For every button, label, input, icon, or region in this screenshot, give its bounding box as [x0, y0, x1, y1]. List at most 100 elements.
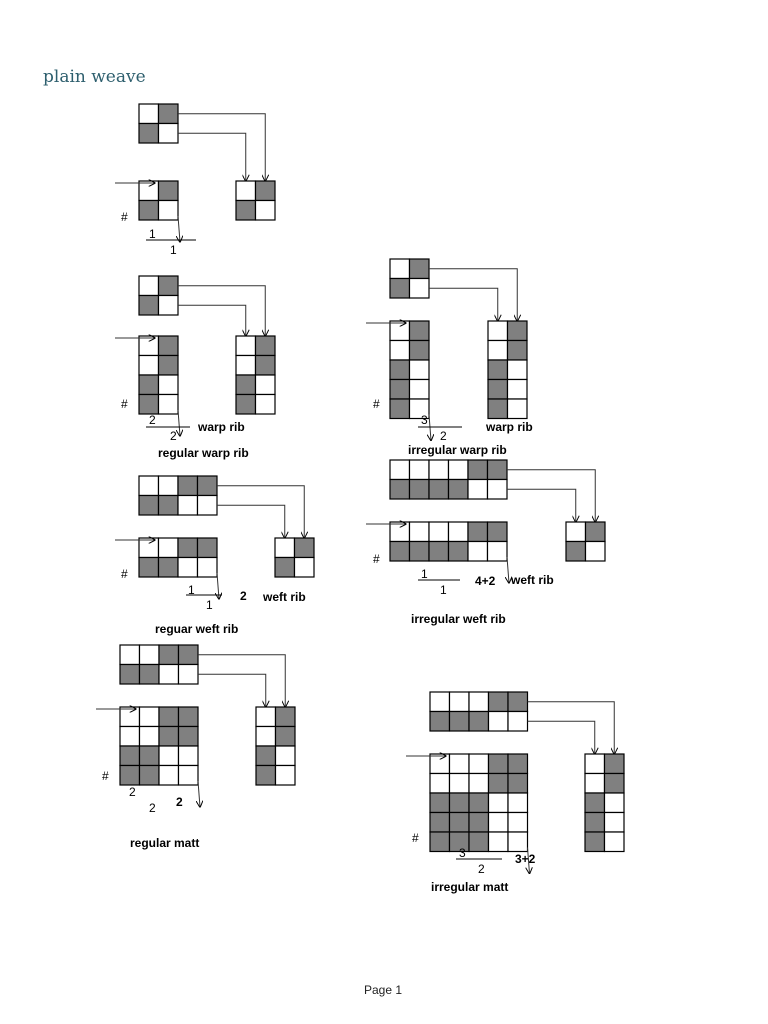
connector-arrow-regular-weft-rib [217, 504, 285, 538]
weave-cell [254, 393, 276, 415]
weave-cell [196, 475, 218, 497]
section-label-regular-weft-rib: reguar weft rib [155, 622, 239, 636]
top-pattern-irregular-weft-rib [389, 459, 508, 500]
weave-cell [389, 277, 411, 299]
fraction-top-regular-matt: 2 [129, 785, 136, 799]
top-pattern-irregular-warp-rib [389, 258, 430, 299]
weave-cell [584, 831, 606, 853]
weave-cell [584, 772, 606, 794]
weave-cell [467, 478, 489, 500]
weave-cell [138, 494, 160, 516]
weave-cell [408, 459, 430, 481]
extra-label-irregular-weft-rib: 4+2 [475, 574, 496, 588]
weave-cell [157, 275, 179, 297]
weave-cell [565, 540, 587, 562]
weave-cell [119, 725, 141, 747]
weave-cell [138, 745, 160, 767]
fraction-top-irregular-matt: 3 [459, 846, 466, 860]
weave-cell [119, 644, 141, 666]
weave-cell [235, 393, 257, 415]
weave-cell [177, 764, 199, 786]
weave-cell [487, 378, 509, 400]
weave-cell [429, 710, 451, 732]
extra-label-regular-matt: 2 [176, 795, 183, 809]
weave-cell [389, 359, 411, 381]
weave-cell [389, 478, 411, 500]
fraction-top-irregular-warp-rib: 3 [421, 413, 428, 427]
weave-cell [506, 359, 528, 381]
weave-cell [157, 199, 179, 221]
weave-cell [196, 494, 218, 516]
weave-cell [138, 122, 160, 144]
output-arrow-irregular-matt [528, 847, 530, 874]
weave-cell [255, 725, 277, 747]
weave-cell [507, 753, 529, 775]
weave-cell [447, 459, 469, 481]
hash-mark-irregular-warp-rib: # [373, 397, 380, 411]
connector-arrow-irregular-weft-rib [507, 488, 576, 522]
weave-cell [487, 811, 509, 833]
weave-cell [603, 792, 625, 814]
weave-cell [408, 277, 430, 299]
weave-cell [603, 811, 625, 833]
weave-cell [157, 180, 179, 202]
weave-cell [507, 710, 529, 732]
weave-cell [584, 540, 606, 562]
weave-cell [506, 378, 528, 400]
weave-cell [177, 556, 199, 578]
weave-cell [467, 521, 489, 543]
weave-cell [177, 706, 199, 728]
weave-cell [177, 745, 199, 767]
weave-cell [506, 320, 528, 342]
weave-cell [177, 644, 199, 666]
connector-arrow-regular-warp-rib [178, 285, 265, 336]
weave-cell [468, 831, 490, 853]
weave-cell [177, 537, 199, 559]
weave-cell [157, 354, 179, 376]
fraction-bottom-regular-warp-rib: 2 [170, 429, 177, 443]
top-pattern-plain [138, 103, 179, 144]
weave-cell [254, 180, 276, 202]
weave-cell [389, 258, 411, 280]
weave-cell [138, 199, 160, 221]
top-pattern-irregular-matt [429, 691, 529, 732]
weave-cell [138, 537, 160, 559]
kind-label-irregular-weft-rib: weft rib [511, 573, 554, 587]
weave-cell [408, 521, 430, 543]
kind-label-regular-weft-rib: weft rib [263, 590, 306, 604]
output-arrow-regular-matt [198, 780, 200, 807]
connector-arrow-regular-warp-rib [178, 304, 246, 336]
weave-cell [467, 540, 489, 562]
section-label-irregular-matt: irregular matt [431, 880, 509, 894]
weave-cell [389, 521, 411, 543]
weave-cell [389, 459, 411, 481]
top-pattern-regular-matt [119, 644, 199, 685]
main-pattern-regular-matt [119, 706, 199, 786]
weave-cell [177, 475, 199, 497]
fraction-bottom-regular-matt: 2 [149, 801, 156, 815]
weave-cell [408, 378, 430, 400]
connector-arrow-irregular-weft-rib [507, 469, 595, 522]
connector-arrow-irregular-matt [527, 720, 595, 754]
kind-label-regular-warp-rib: warp rib [198, 420, 245, 434]
weave-cell [448, 792, 470, 814]
result-pattern-irregular-weft-rib [565, 521, 606, 562]
weave-cell [468, 710, 490, 732]
weave-cell [408, 359, 430, 381]
weave-cell [486, 540, 508, 562]
page-number: Page 1 [364, 983, 403, 997]
output-arrow-irregular-weft-rib [507, 556, 509, 583]
weave-cell [157, 122, 179, 144]
weave-cell [428, 478, 450, 500]
weave-cell [468, 753, 490, 775]
weave-cell [408, 339, 430, 361]
weave-cell [254, 335, 276, 357]
weave-cell [157, 374, 179, 396]
weave-cell [138, 764, 160, 786]
section-label-irregular-warp-rib: irregular warp rib [408, 443, 507, 457]
weave-cell [603, 772, 625, 794]
weave-cell [408, 478, 430, 500]
weave-cell [119, 663, 141, 685]
result-pattern-regular-matt [255, 706, 296, 786]
connector-arrow-regular-matt [198, 654, 285, 707]
